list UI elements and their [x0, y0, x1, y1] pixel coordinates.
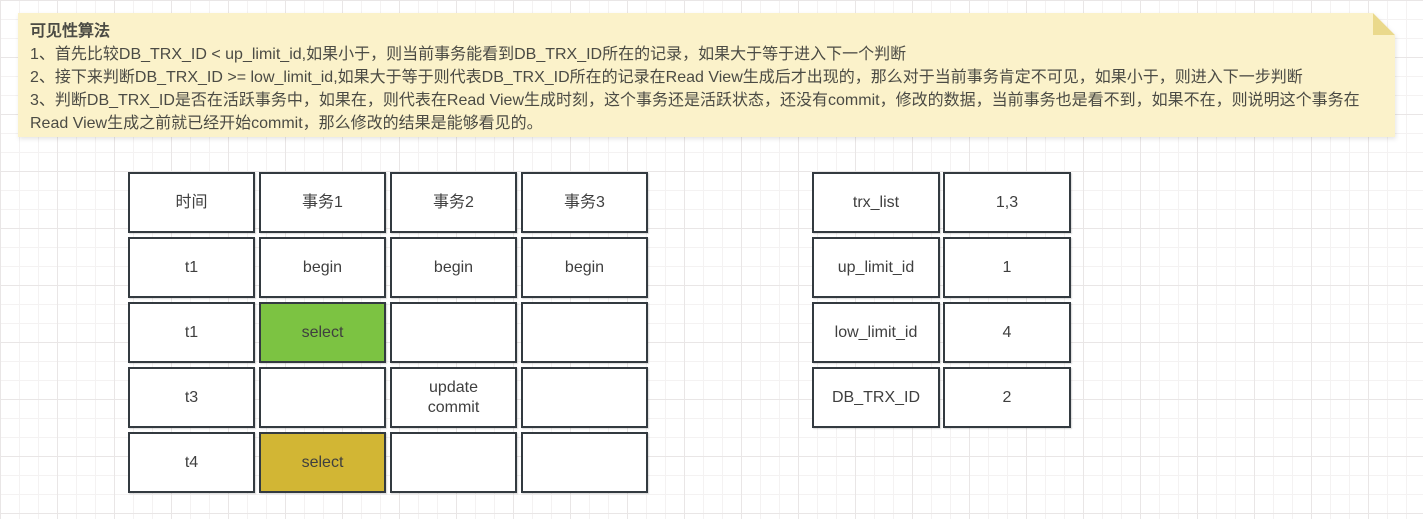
table-header-cell: 时间 — [128, 172, 255, 233]
sticky-note: 可见性算法 1、首先比较DB_TRX_ID < up_limit_id,如果小于… — [18, 13, 1395, 137]
table-cell — [521, 302, 648, 363]
table-value-cell: 4 — [943, 302, 1071, 363]
table-cell — [521, 432, 648, 493]
transaction-timeline-table: 时间 事务1 事务2 事务3 t1 begin begin begin t1 s… — [128, 172, 648, 493]
table-value-cell: 1 — [943, 237, 1071, 298]
table-value-cell: 1,3 — [943, 172, 1071, 233]
note-line: 2、接下来判断DB_TRX_ID >= low_limit_id,如果大于等于则… — [30, 69, 1303, 86]
table-cell: update commit — [390, 367, 517, 428]
folded-corner-icon — [1373, 13, 1395, 35]
table-header-cell: 事务1 — [259, 172, 386, 233]
table-cell — [521, 367, 648, 428]
readview-info-table: trx_list 1,3 up_limit_id 1 low_limit_id … — [812, 172, 1071, 428]
table-cell — [390, 302, 517, 363]
table-cell: begin — [521, 237, 648, 298]
table-cell — [259, 367, 386, 428]
table-cell: begin — [390, 237, 517, 298]
table-cell-highlight-gold: select — [259, 432, 386, 493]
table-cell: t1 — [128, 302, 255, 363]
note-line: 3、判断DB_TRX_ID是否在活跃事务中，如果在，则代表在Read View生… — [30, 92, 1360, 132]
table-value-cell: 2 — [943, 367, 1071, 428]
table-cell: t3 — [128, 367, 255, 428]
table-header-cell: 事务2 — [390, 172, 517, 233]
table-label-cell: up_limit_id — [812, 237, 940, 298]
table-cell: t1 — [128, 237, 255, 298]
table-cell: begin — [259, 237, 386, 298]
table-label-cell: low_limit_id — [812, 302, 940, 363]
table-cell-highlight-green: select — [259, 302, 386, 363]
note-title: 可见性算法 — [30, 23, 111, 40]
table-label-cell: trx_list — [812, 172, 940, 233]
note-line: 1、首先比较DB_TRX_ID < up_limit_id,如果小于，则当前事务… — [30, 46, 907, 63]
table-cell — [390, 432, 517, 493]
table-cell: t4 — [128, 432, 255, 493]
table-label-cell: DB_TRX_ID — [812, 367, 940, 428]
sticky-note-wrap: 可见性算法 1、首先比较DB_TRX_ID < up_limit_id,如果小于… — [18, 13, 1395, 137]
table-header-cell: 事务3 — [521, 172, 648, 233]
